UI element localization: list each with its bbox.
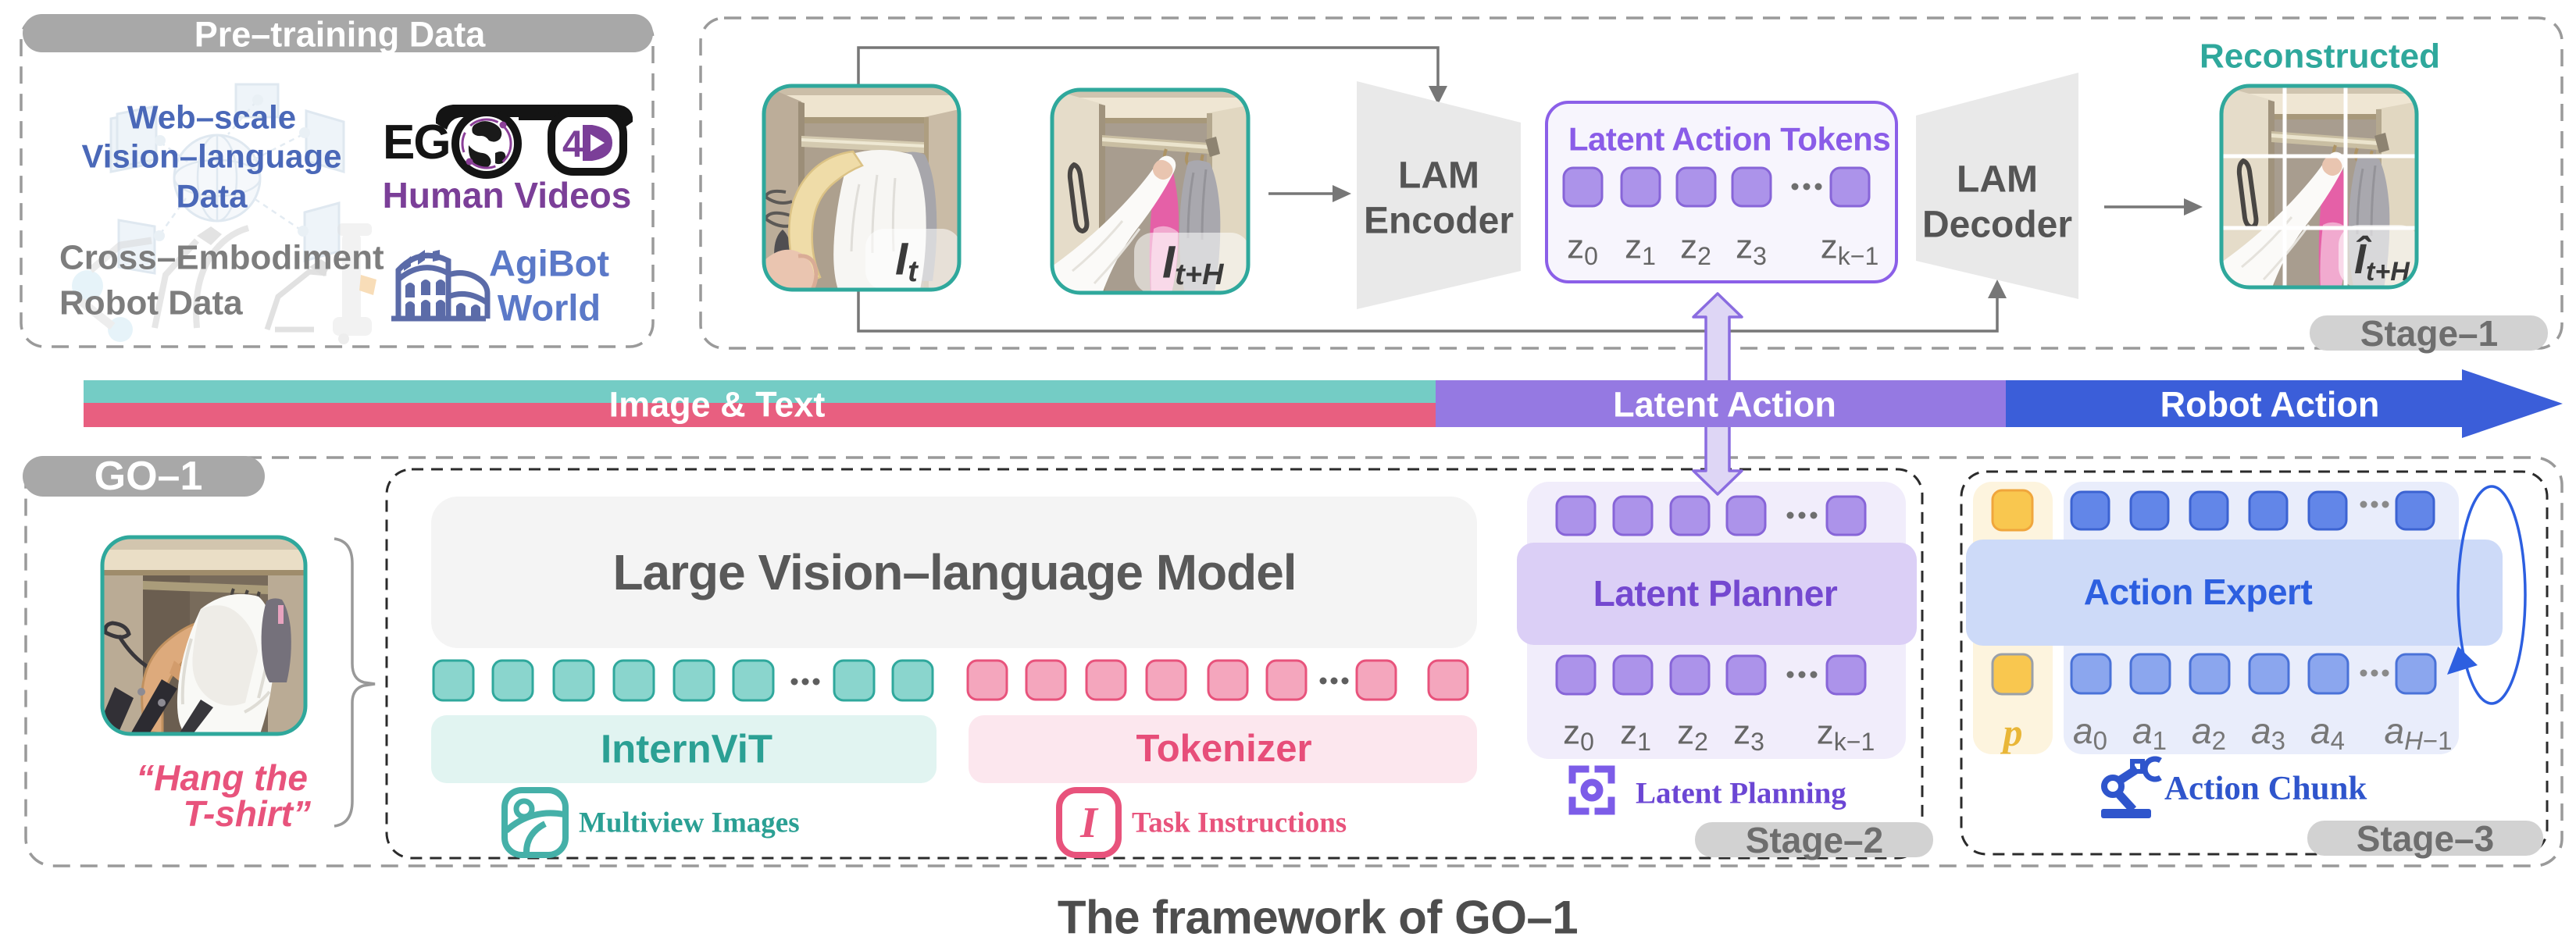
svg-text:Web–scale: Web–scale [127, 99, 296, 136]
svg-text:Tokenizer: Tokenizer [1136, 728, 1311, 770]
svg-text:Task Instructions: Task Instructions [1132, 807, 1347, 839]
svg-text:Image & Text: Image & Text [609, 385, 826, 425]
svg-text:Action Chunk: Action Chunk [2164, 771, 2367, 807]
svg-text:The framework of GO–1: The framework of GO–1 [1058, 892, 1578, 944]
svg-text:Latent Action: Latent Action [1613, 385, 1836, 425]
svg-text:LAM: LAM [1398, 155, 1479, 197]
svg-text:GO–1: GO–1 [95, 454, 203, 499]
svg-text:Latent Planner: Latent Planner [1593, 573, 1838, 614]
svg-text:I: I [1079, 799, 1099, 847]
svg-text:Latent Action Tokens: Latent Action Tokens [1568, 121, 1890, 158]
svg-text:Stage–3: Stage–3 [2357, 818, 2494, 859]
svg-text:Large Vision–language Model: Large Vision–language Model [612, 544, 1296, 600]
svg-text:a0: a0 [2073, 711, 2107, 755]
svg-text:World: World [498, 287, 601, 329]
svg-text:p: p [2000, 711, 2023, 754]
svg-text:Decoder: Decoder [1922, 205, 2072, 246]
svg-text:Data: Data [176, 178, 248, 215]
svg-text:Latent Planning: Latent Planning [1636, 777, 1846, 810]
svg-text:Robot Action: Robot Action [2160, 385, 2380, 425]
svg-text:Robot Data: Robot Data [59, 284, 243, 322]
svg-text:InternViT: InternViT [601, 727, 772, 771]
svg-text:T-shirt”: T-shirt” [183, 793, 311, 834]
svg-text:4: 4 [562, 124, 583, 166]
svg-text:Reconstructed: Reconstructed [2200, 37, 2440, 76]
svg-text:“Hang the: “Hang the [136, 757, 308, 798]
svg-text:Action Expert: Action Expert [2084, 572, 2313, 612]
svg-text:Human Videos: Human Videos [383, 175, 632, 215]
svg-text:z2: z2 [1677, 714, 1708, 757]
svg-text:AgiBot: AgiBot [489, 243, 609, 284]
svg-text:Stage–2: Stage–2 [1746, 820, 1883, 860]
svg-text:Multiview Images: Multiview Images [579, 807, 800, 839]
svg-text:Stage–1: Stage–1 [2360, 313, 2498, 354]
svg-text:Pre–training Data: Pre–training Data [194, 15, 487, 55]
svg-text:Encoder: Encoder [1364, 201, 1514, 242]
svg-text:LAM: LAM [1957, 159, 2038, 201]
svg-text:Vision–language: Vision–language [82, 138, 342, 175]
svg-text:Cross–Embodiment: Cross–Embodiment [59, 239, 384, 277]
